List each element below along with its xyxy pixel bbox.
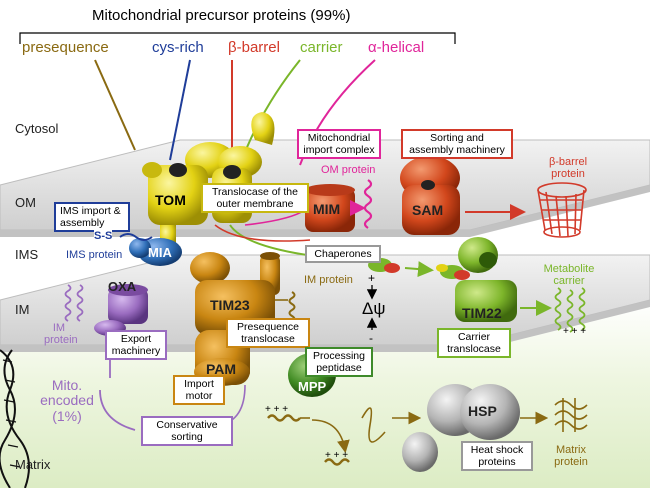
label-plus: +: [368, 271, 376, 285]
complex-hsp: HSP: [468, 403, 497, 419]
compartment-matrix: Matrix: [15, 457, 51, 472]
mim-complex: [305, 184, 355, 232]
box-heat-shock-proteins: Heat shock proteins: [461, 441, 533, 472]
metabolite-carrier-shape: [554, 287, 586, 333]
beta-barrel-shape: [537, 182, 587, 238]
label-mito-encoded: Mito. encoded (1%): [40, 377, 94, 424]
compartment-ims: IMS: [15, 247, 39, 262]
label-metabolite-carrier: Metabolite carrier: [543, 263, 595, 288]
label-plus3-matrix: + + +: [325, 450, 349, 461]
complex-tom: TOM: [155, 192, 186, 208]
mtdna-icon: [0, 349, 30, 488]
label-alpha-helical: α-helical: [368, 39, 425, 56]
label-om-protein: OM protein: [321, 164, 376, 176]
label-cys-rich: cys-rich: [152, 39, 204, 56]
matrix-protein-fold: [554, 398, 588, 432]
label-beta-barrel-protein: β-barrel protein: [548, 156, 588, 181]
complex-sam: SAM: [412, 202, 444, 218]
box-export-machinery: Export machinery: [105, 330, 167, 361]
box-carrier-translocase: Carrier translocase: [437, 328, 511, 359]
presequence-line: [94, 59, 136, 151]
box-processing-peptidase: Processing peptidase: [305, 347, 373, 378]
label-plus3-pam: + + +: [265, 404, 289, 415]
im-protein-left-helix: [64, 284, 84, 322]
label-beta-barrel: β-barrel: [228, 39, 280, 56]
label-matrix-protein: Matrix protein: [554, 444, 588, 469]
label-ims-protein: IMS protein: [66, 249, 123, 261]
sam-complex: [400, 156, 460, 235]
box-chaperones: Chaperones: [305, 245, 381, 264]
box-ims-import: IMS import & assembly: [54, 202, 130, 233]
compartment-om: OM: [15, 195, 36, 210]
label-minus: -: [369, 331, 373, 345]
label-ss: S-S: [94, 230, 113, 243]
complex-mpp: MPP: [298, 379, 327, 394]
label-carrier: carrier: [300, 39, 343, 56]
label-plus3-carrier: + + +: [563, 326, 587, 337]
hsp-complex: [402, 384, 520, 472]
om-protein-helix: [363, 179, 373, 229]
box-import-motor: Import motor: [173, 375, 225, 406]
box-sorting-assembly: Sorting and assembly machinery: [401, 129, 513, 160]
compartment-cytosol: Cytosol: [15, 121, 59, 136]
tim22-complex: [455, 237, 517, 322]
label-delta-psi: Δψ: [362, 299, 386, 318]
compartment-im: IM: [15, 302, 30, 317]
label-im-protein-mid: IM protein: [304, 274, 353, 286]
box-translocase-outer: Translocase of the outer membrane: [201, 183, 309, 214]
diagram-title: Mitochondrial precursor proteins (99%): [92, 7, 351, 24]
complex-tim22: TIM22: [462, 305, 502, 321]
complex-pam: PAM: [206, 361, 237, 377]
complex-oxa: OXA: [108, 279, 137, 294]
mia-complex: [129, 238, 182, 266]
oxa-complex: [94, 284, 148, 336]
title-bracket: [19, 32, 456, 44]
complex-tim23: TIM23: [210, 297, 250, 313]
complex-mim: MIM: [313, 201, 341, 217]
chaperones-shape: [368, 258, 470, 280]
cys-rich-line: [169, 59, 191, 161]
label-presequence: presequence: [22, 39, 109, 56]
box-presequence-translocase: Presequence translocase: [226, 318, 310, 349]
complex-mia: MIA: [148, 245, 172, 260]
box-conservative-sorting: Conservative sorting: [141, 416, 233, 447]
label-im-protein-left: IM protein: [44, 322, 78, 347]
box-mitochondrial-import-complex: Mitochondrial import complex: [297, 129, 381, 160]
